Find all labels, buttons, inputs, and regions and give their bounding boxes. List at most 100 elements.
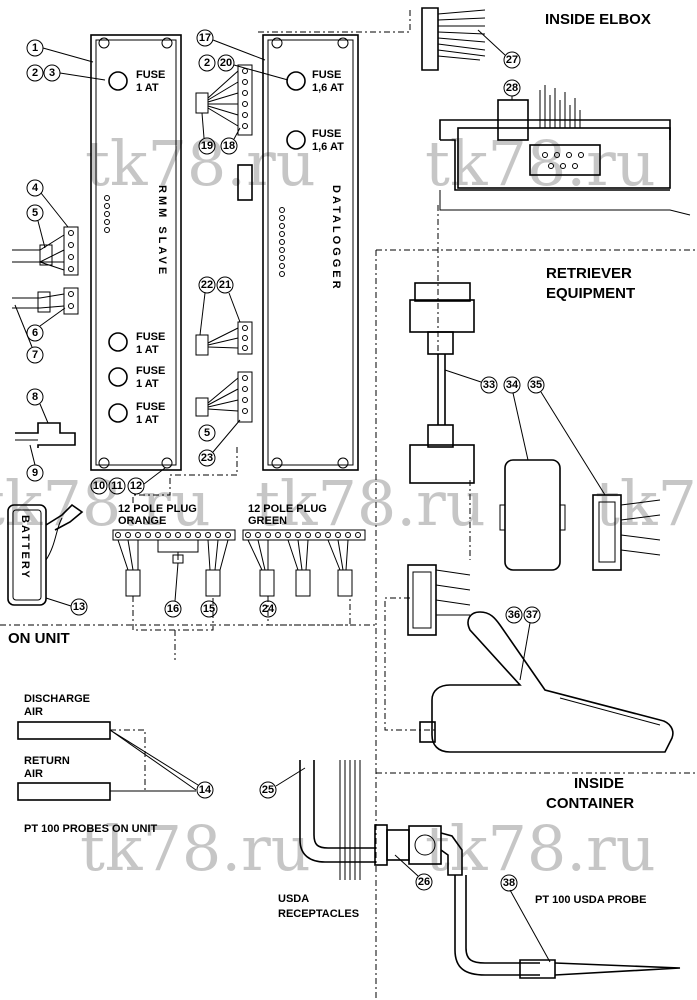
svg-text:1: 1	[32, 42, 38, 54]
svg-text:33: 33	[483, 379, 495, 391]
rmm-slave-module: FUSE 1 AT FUSE 1 AT FUSE 1 AT FUSE 1 AT …	[90, 34, 182, 471]
svg-text:27: 27	[506, 54, 518, 66]
svg-text:24: 24	[262, 603, 275, 615]
svg-text:4: 4	[32, 182, 39, 194]
callout-20: 20	[217, 54, 289, 81]
section-on-unit: ON UNIT	[8, 630, 70, 647]
retriever-equipment	[384, 282, 674, 753]
section-retriever-1: RETRIEVER	[546, 265, 632, 282]
svg-text:36: 36	[508, 609, 520, 621]
plug-green-1: 12 POLE PLUG	[248, 503, 327, 515]
dl-fuse-1-a: FUSE	[312, 69, 341, 81]
svg-text:5: 5	[204, 427, 210, 439]
callout-2b: 2	[198, 54, 216, 72]
callout-25: 25	[259, 767, 306, 799]
callout-27: 27	[477, 29, 521, 69]
svg-text:12: 12	[130, 480, 142, 492]
svg-text:35: 35	[530, 379, 542, 391]
callout-6: 6	[26, 307, 66, 342]
dl-fuse-1-b: 1,6 AT	[312, 82, 344, 94]
callout-12: 12	[127, 467, 166, 495]
sensor-8-9	[15, 422, 76, 448]
rmm-fuse-1-a: FUSE	[136, 69, 165, 81]
callout-2: 2	[26, 64, 44, 82]
probes-caption: PT 100 PROBES ON UNIT	[24, 823, 158, 835]
probe-discharge-2: AIR	[24, 706, 43, 718]
svg-text:34: 34	[506, 379, 519, 391]
callout-35: 35	[527, 376, 606, 496]
callout-33: 33	[444, 369, 498, 394]
watermark: tk78.ru	[85, 127, 316, 200]
callout-13: 13	[45, 597, 88, 616]
usda-receptacles-2: RECEPTACLES	[278, 908, 359, 920]
svg-text:37: 37	[526, 609, 538, 621]
usda-probe-label: PT 100 USDA PROBE	[535, 894, 646, 906]
svg-text:25: 25	[262, 784, 274, 796]
rmm-fuse-1-b: 1 AT	[136, 82, 159, 94]
callout-37: 37	[519, 606, 541, 681]
plug-green: 12 POLE PLUG GREEN	[242, 503, 366, 597]
callout-22: 22	[198, 276, 216, 336]
callout-3: 3	[43, 64, 106, 82]
plug-orange-2: ORANGE	[118, 515, 166, 527]
elbox-connectors	[421, 7, 691, 216]
svg-text:2: 2	[204, 57, 210, 69]
rmm-fuse-4-a: FUSE	[136, 401, 165, 413]
rmm-fuse-3-a: FUSE	[136, 365, 165, 377]
usda-probe: PT 100 USDA PROBE	[454, 875, 681, 979]
rmm-fuse-4-b: 1 AT	[136, 414, 159, 426]
section-inside-elbox: INSIDE ELBOX	[545, 11, 651, 28]
callout-5: 5	[26, 204, 46, 249]
callout-19: 19	[198, 112, 216, 155]
callout-34: 34	[503, 376, 529, 461]
dl-fuse-2-a: FUSE	[312, 128, 341, 140]
plug-orange: 12 POLE PLUG ORANGE	[112, 503, 236, 597]
callout-26: 26	[394, 854, 433, 891]
svg-text:5: 5	[32, 207, 38, 219]
watermark-group: tk78.ru tk78.ru tk78.ru tk78.ru tk78.ru …	[0, 127, 697, 885]
probe-return-1: RETURN	[24, 755, 70, 767]
callout-17: 17	[196, 29, 266, 61]
section-inside-1: INSIDE	[574, 775, 624, 792]
section-retriever-2: EQUIPMENT	[546, 285, 635, 302]
svg-text:3: 3	[49, 67, 55, 79]
plug-green-2: GREEN	[248, 515, 287, 527]
svg-text:8: 8	[32, 391, 38, 403]
usda-receptacles-1: USDA	[278, 893, 309, 905]
section-inside-2: CONTAINER	[546, 795, 634, 812]
callout-18: 18	[220, 127, 241, 155]
datalogger-module: FUSE 1,6 AT FUSE 1,6 AT DATALOGGER	[237, 34, 359, 471]
callout-1: 1	[26, 39, 94, 63]
callout-14-leader	[109, 729, 199, 786]
watermark: tk78.ru	[0, 467, 211, 540]
probe-discharge-1: DISCHARGE	[24, 693, 90, 705]
probes-on-unit: DISCHARGE AIR RETURN AIR PT 100 PROBES O…	[17, 693, 197, 835]
svg-text:9: 9	[32, 467, 38, 479]
watermark: tk78.ru	[425, 812, 656, 885]
svg-text:11: 11	[111, 480, 123, 492]
svg-text:17: 17	[199, 32, 211, 44]
svg-text:7: 7	[32, 349, 38, 361]
callout-38: 38	[500, 874, 518, 892]
dl-fuse-2-b: 1,6 AT	[312, 141, 344, 153]
terminal-blocks	[12, 64, 253, 423]
watermark: tk78.ru	[255, 467, 486, 540]
callout-7: 7	[14, 304, 44, 364]
plug-orange-1: 12 POLE PLUG	[118, 503, 197, 515]
rmm-fuse-3-b: 1 AT	[136, 378, 159, 390]
svg-text:26: 26	[418, 876, 430, 888]
svg-text:23: 23	[201, 452, 213, 464]
probe-return-2: AIR	[24, 768, 43, 780]
callout-8: 8	[26, 388, 49, 424]
battery: BATTERY	[7, 503, 84, 606]
battery-label: BATTERY	[19, 515, 31, 580]
watermark: tk78.ru	[595, 467, 697, 540]
callout-5b: 5	[198, 424, 216, 442]
usda-receptacles: USDA RECEPTACLES	[278, 760, 463, 920]
svg-text:14: 14	[199, 784, 212, 796]
svg-text:22: 22	[201, 279, 213, 291]
callout-28: 28	[503, 79, 521, 100]
svg-text:13: 13	[73, 601, 85, 613]
